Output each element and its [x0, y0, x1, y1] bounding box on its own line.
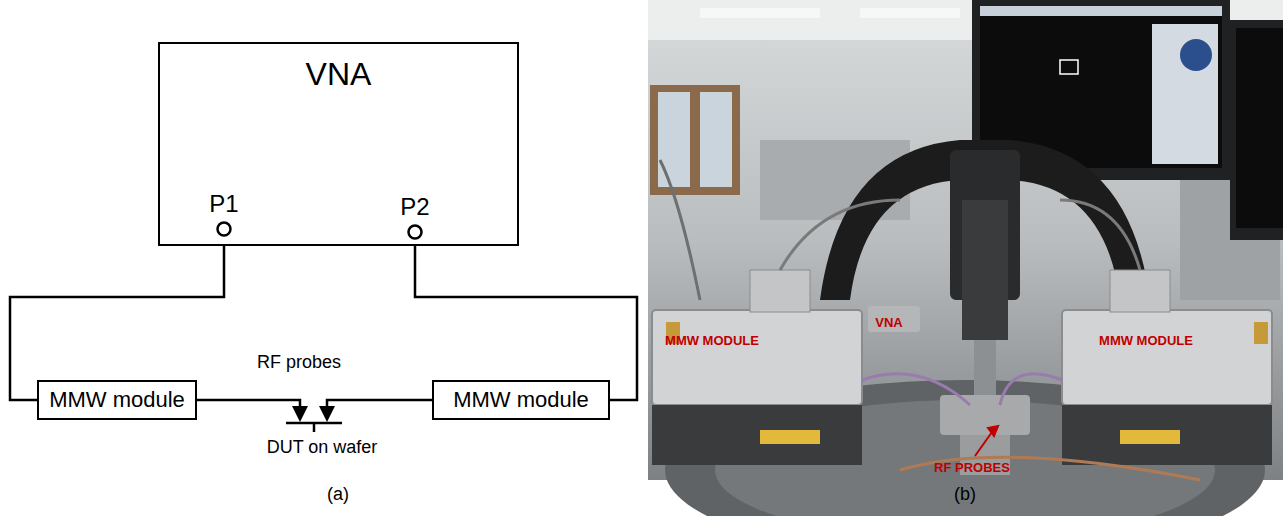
mmw-module-right-part	[1062, 405, 1272, 465]
module-box: MMW module	[432, 380, 610, 420]
mmw-module-right-part	[1110, 270, 1170, 312]
probe-station-part	[940, 395, 1030, 435]
lab-photo	[648, 0, 1283, 516]
cables	[660, 160, 1200, 480]
cables-part	[1000, 374, 1062, 405]
leader-line	[975, 426, 998, 456]
mmw-module-left-part	[652, 405, 862, 465]
photo-callout: RF PROBES	[934, 460, 1010, 475]
mmw-module-left	[652, 270, 862, 465]
mmw-module-right-part	[1254, 322, 1268, 344]
signal-cable	[10, 236, 224, 400]
port-circle	[406, 223, 424, 241]
cables-part	[660, 160, 700, 300]
signal-cable	[415, 239, 637, 400]
box-title: MMW module	[453, 387, 589, 413]
port-terminal: P1	[204, 190, 244, 238]
label-patch-part	[868, 312, 910, 332]
photo-callout: VNA	[875, 315, 902, 330]
probe-label: RF probes	[257, 352, 341, 373]
port-circle	[215, 220, 233, 238]
lab-photo-part	[860, 8, 960, 18]
lab-photo-part	[658, 92, 690, 187]
cables-part	[862, 374, 970, 405]
mmw-module-left-part	[652, 310, 862, 405]
port-circle-outline	[409, 226, 422, 239]
probe-station-part	[974, 340, 996, 400]
panel-letter: (b)	[954, 484, 976, 505]
mmw-module-right	[1062, 270, 1272, 465]
wafer-symbol-part	[313, 423, 316, 432]
rf-probe-wires-part	[192, 400, 300, 408]
rf-probe-heads-part	[319, 406, 335, 422]
cables-part	[780, 200, 900, 270]
port-circle-outline	[218, 223, 231, 236]
photo-callout: MMW MODULE	[1099, 333, 1193, 348]
rf-probe-wires-part	[327, 400, 432, 408]
port-label: P2	[400, 193, 429, 221]
port-label: P1	[209, 190, 238, 218]
label-patch	[868, 312, 910, 332]
cables-part	[1060, 200, 1140, 270]
mmw-module-right-part	[1120, 430, 1180, 444]
leader-line-part	[975, 432, 992, 456]
cables-part	[900, 457, 1200, 480]
lab-photo-part	[648, 0, 1283, 480]
instrument-box: VNA P1 P2	[158, 42, 519, 246]
mmw-module-left-part	[750, 270, 810, 312]
lab-photo-part	[700, 8, 820, 18]
lab-photo-part	[650, 85, 740, 195]
photo-callout: MMW MODULE	[665, 333, 759, 348]
rf-probe-heads	[292, 406, 335, 422]
panel-letter: (a)	[327, 484, 349, 505]
leader-line-part	[988, 426, 998, 436]
dut-label: DUT on wafer	[267, 437, 378, 458]
monitor-part	[980, 6, 1222, 16]
probe-station-part	[868, 306, 920, 332]
probe-station-part	[962, 200, 1008, 340]
box-title: VNA	[306, 56, 372, 92]
wafer-symbol	[286, 423, 342, 432]
monitor-part	[1152, 24, 1218, 164]
module-box: MMW module	[37, 380, 197, 420]
mmw-module-right-part	[1062, 310, 1272, 405]
monitor-part	[1236, 28, 1283, 228]
lab-photo-part	[700, 92, 732, 187]
rf-probe-heads-part	[292, 406, 308, 422]
mmw-module-left-part	[760, 430, 820, 444]
monitor-part	[1230, 20, 1283, 240]
rf-probe-wires	[192, 400, 432, 408]
box-title: MMW module	[49, 387, 185, 413]
port-terminal: P2	[395, 193, 435, 241]
monitor-part	[1060, 60, 1078, 74]
monitor-part	[1180, 39, 1212, 71]
